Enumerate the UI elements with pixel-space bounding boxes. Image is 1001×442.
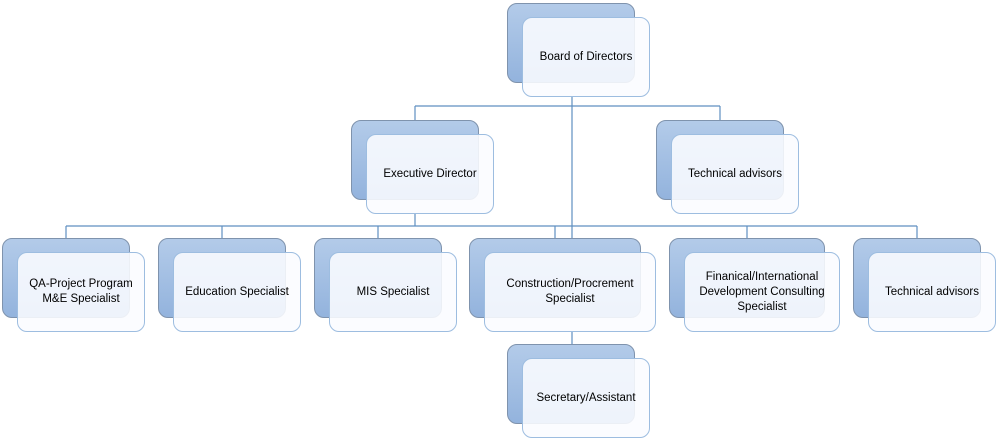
node-board-of-directors[interactable]: Board of Directors [522,17,650,97]
node-label: Education Specialist [185,285,289,298]
node-financial-specialist[interactable]: Finanical/International Development Cons… [684,252,840,332]
node-education-specialist[interactable]: Education Specialist [173,252,301,332]
node-label: MIS Specialist [356,285,430,298]
node-label: Executive Director [383,167,477,180]
node-mis-specialist[interactable]: MIS Specialist [329,252,457,332]
node-label: Technical advisors [688,167,782,180]
node-label: Construction/Procrement Specialist [506,278,634,305]
node-label: Technical advisors [885,285,979,298]
node-label: Secretary/Assistant [536,391,636,404]
node-label: QA-Project Program M&E Specialist [29,278,133,305]
node-secretary-assistant[interactable]: Secretary/Assistant [522,358,650,438]
node-technical-advisors-bottom[interactable]: Technical advisors [868,252,996,332]
node-executive-director[interactable]: Executive Director [366,134,494,214]
node-label: Board of Directors [539,50,633,63]
node-qa-specialist[interactable]: QA-Project Program M&E Specialist [17,252,145,332]
node-technical-advisors-top[interactable]: Technical advisors [671,134,799,214]
node-label: Finanical/International Development Cons… [699,270,825,313]
node-construction-specialist[interactable]: Construction/Procrement Specialist [484,252,656,332]
